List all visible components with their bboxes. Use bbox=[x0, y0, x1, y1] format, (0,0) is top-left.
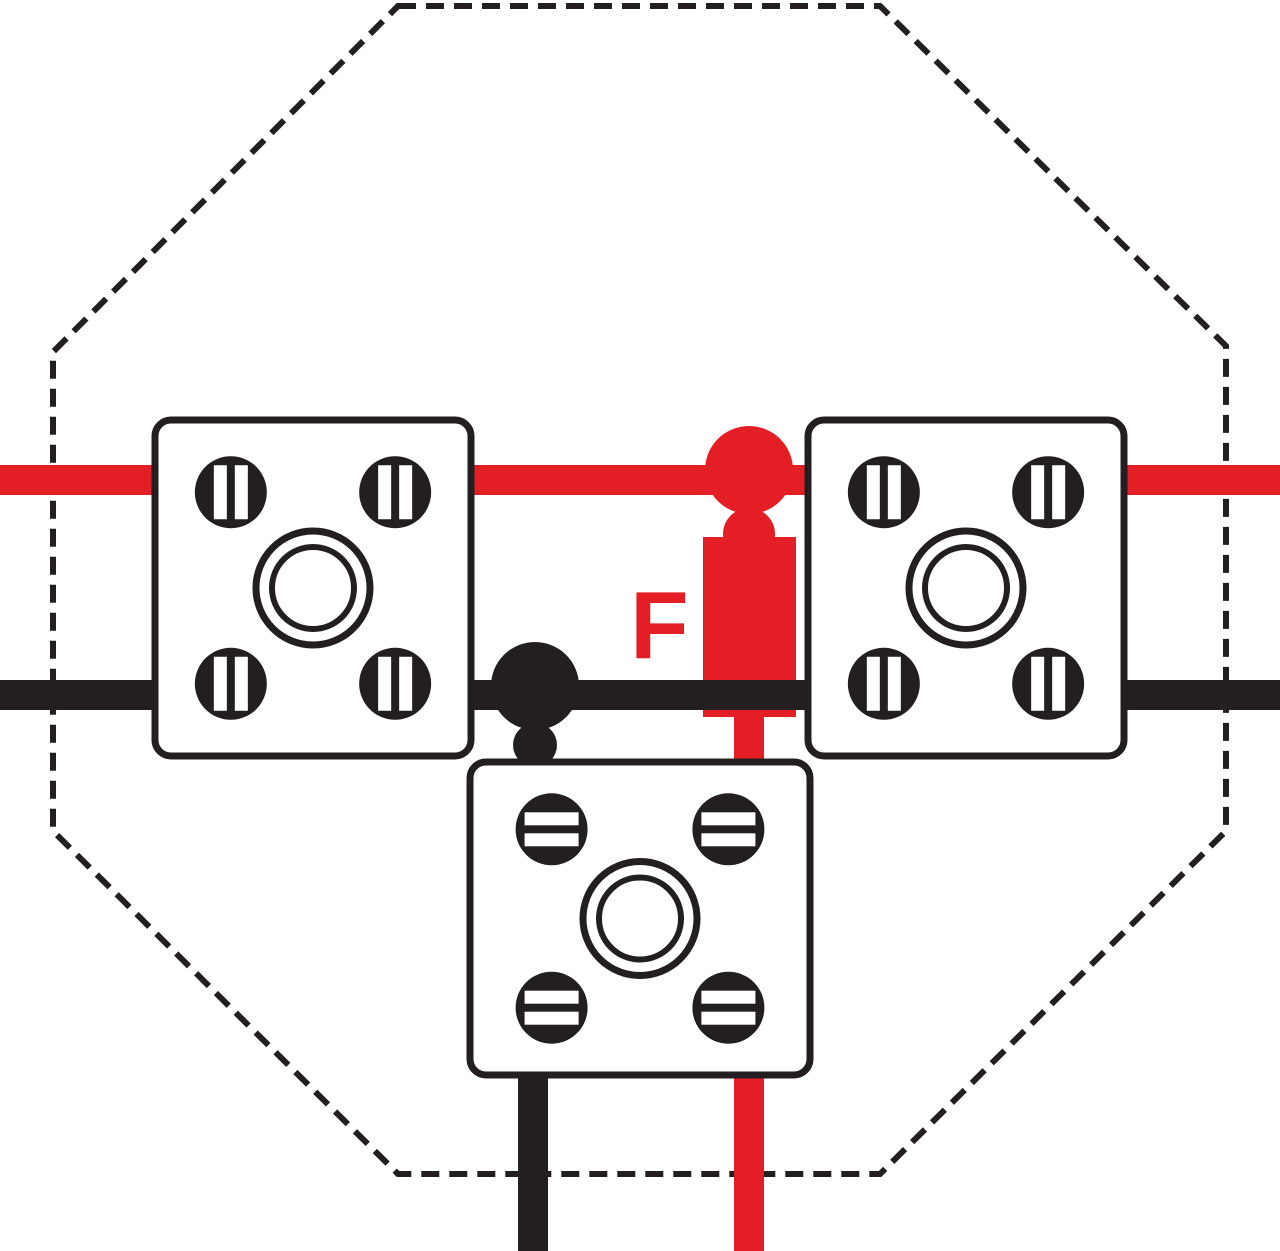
mounting-hole-inner-ring bbox=[922, 544, 1010, 632]
neutral-junction-dot bbox=[491, 642, 579, 730]
screw-icon bbox=[359, 647, 432, 720]
screw-slot-top bbox=[701, 812, 756, 826]
screw-icon bbox=[847, 647, 920, 720]
screw-slot-right bbox=[1052, 465, 1066, 520]
connector-right bbox=[804, 416, 1128, 760]
screw-icon bbox=[847, 456, 920, 529]
screw-slot-right bbox=[234, 656, 248, 711]
screw-slot-left bbox=[213, 656, 227, 711]
screw-icon bbox=[692, 971, 765, 1044]
fuse-label: F bbox=[630, 572, 689, 679]
screw-icon bbox=[1012, 647, 1085, 720]
screw-slot-left bbox=[1031, 465, 1045, 520]
terminal-block-icon bbox=[466, 758, 814, 1079]
connector-left bbox=[151, 416, 475, 760]
connector-bottom bbox=[466, 758, 814, 1079]
screw-slot-right bbox=[887, 656, 901, 711]
screw-slot-bottom bbox=[701, 833, 756, 847]
screw-icon bbox=[1012, 456, 1085, 529]
screw-slot-top bbox=[524, 990, 579, 1004]
screw-icon bbox=[194, 647, 267, 720]
screw-slot-right bbox=[399, 465, 413, 520]
screw-icon bbox=[194, 456, 267, 529]
screw-slot-left bbox=[213, 465, 227, 520]
screw-slot-bottom bbox=[524, 833, 579, 847]
screw-slot-top bbox=[524, 812, 579, 826]
mounting-hole-icon bbox=[252, 527, 374, 649]
screw-icon bbox=[515, 793, 588, 866]
screw-icon bbox=[692, 793, 765, 866]
screw-slot-right bbox=[887, 465, 901, 520]
junction-box-outline bbox=[50, 2, 1229, 1177]
screw-slot-left bbox=[378, 465, 392, 520]
screw-slot-left bbox=[866, 656, 880, 711]
mounting-hole-inner-ring bbox=[269, 544, 357, 632]
mounting-hole-icon bbox=[579, 858, 701, 979]
screw-slot-right bbox=[399, 656, 413, 711]
screw-icon bbox=[515, 971, 588, 1044]
neutral-junction-stub bbox=[513, 723, 557, 767]
screw-slot-top bbox=[701, 990, 756, 1004]
screw-icon bbox=[359, 456, 432, 529]
screw-slot-left bbox=[1031, 656, 1045, 711]
mounting-hole-inner-ring bbox=[596, 874, 684, 963]
screw-slot-right bbox=[1052, 656, 1066, 711]
connector-blocks bbox=[151, 416, 1128, 1079]
screw-slot-left bbox=[866, 465, 880, 520]
live-junction-dot bbox=[705, 426, 793, 514]
mounting-hole-icon bbox=[905, 527, 1027, 649]
screw-slot-bottom bbox=[701, 1011, 756, 1025]
screw-slot-bottom bbox=[524, 1011, 579, 1025]
screw-slot-left bbox=[378, 656, 392, 711]
screw-slot-right bbox=[234, 465, 248, 520]
